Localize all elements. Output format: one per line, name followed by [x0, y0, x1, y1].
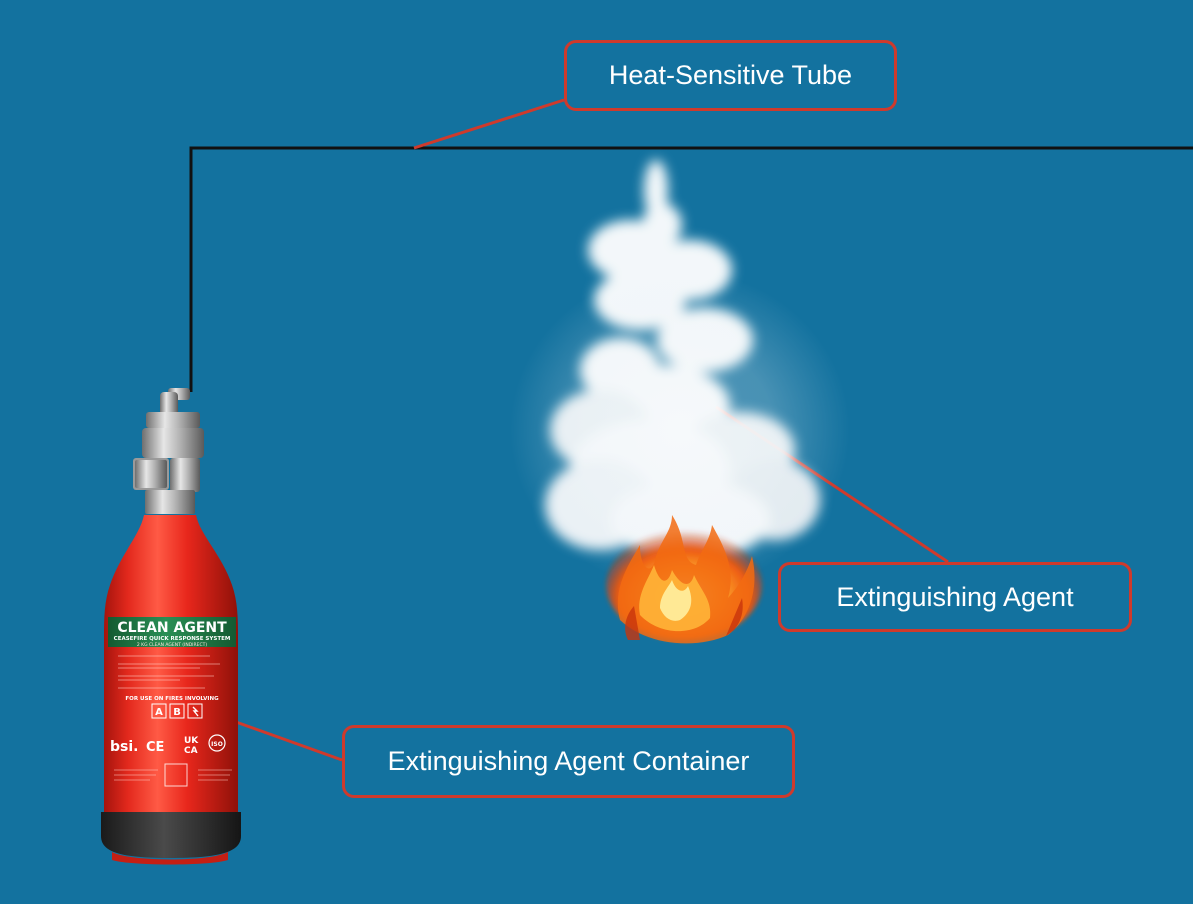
cylinder-subtitle: CEASEFIRE QUICK RESPONSE SYSTEM — [114, 636, 231, 642]
cylinder-capacity: 2 KG CLEAN AGENT (INDIRECT) — [137, 642, 208, 648]
cylinder-title: CLEAN AGENT — [117, 620, 227, 636]
ukca-mark-top: UK — [184, 736, 199, 746]
fire-class-a: A — [155, 707, 163, 718]
callout-extinguishing-agent-container: Extinguishing Agent Container — [342, 725, 795, 798]
callout-extinguishing-agent: Extinguishing Agent — [778, 562, 1132, 632]
extinguishing-agent-cloud — [510, 160, 850, 590]
callout-heat-sensitive-tube: Heat-Sensitive Tube — [564, 40, 897, 111]
callout-extinguishing-agent-text: Extinguishing Agent — [836, 582, 1073, 613]
leader-line-container — [236, 722, 342, 760]
callout-heat-sensitive-tube-text: Heat-Sensitive Tube — [609, 60, 852, 91]
extinguishing-agent-container: CLEAN AGENT CEASEFIRE QUICK RESPONSE SYS… — [101, 388, 241, 865]
bsi-mark: bsi. — [110, 739, 138, 755]
iso-mark: ISO — [211, 741, 223, 748]
leader-line-tube — [414, 100, 564, 148]
ukca-mark-bottom: CA — [184, 746, 198, 756]
ce-mark: CE — [146, 740, 164, 755]
cylinder-fire-use-heading: FOR USE ON FIRES INVOLVING — [125, 696, 219, 702]
fire-class-b: B — [173, 707, 181, 718]
callout-extinguishing-agent-container-text: Extinguishing Agent Container — [388, 746, 750, 777]
